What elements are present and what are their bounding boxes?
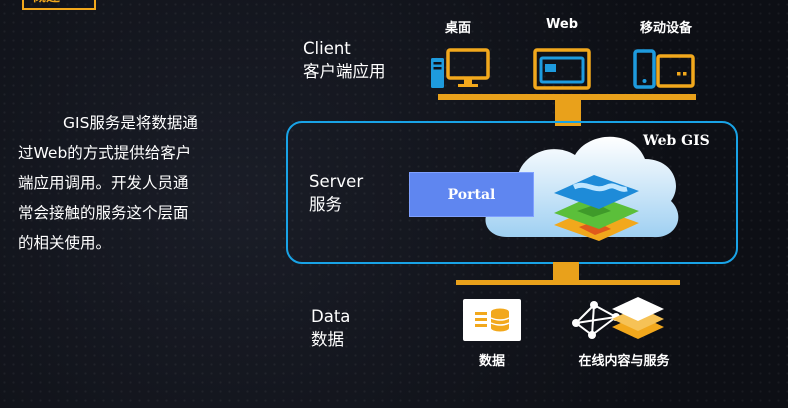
description-line-4: 常会接触的服务这个层面 [18, 204, 189, 222]
portal-box: Portal [409, 172, 534, 217]
desktop-icon [431, 48, 490, 88]
mobile-device-icon [633, 49, 695, 89]
description-line-1: GIS服务是将数据通 [63, 114, 198, 132]
database-label: 数据 [478, 354, 505, 369]
client-label-en: Client [303, 39, 351, 58]
webgis-frame [286, 121, 738, 264]
description-line-3: 端应用调用。开发人员通 [18, 174, 189, 192]
description-line-5: 的相关使用。 [18, 234, 112, 252]
mobile-label: 移动设备 [639, 21, 692, 36]
client-bus-line [438, 94, 696, 100]
map-layers-icon [554, 175, 639, 241]
client-label-zh: 客户端应用 [303, 62, 386, 81]
webgis-label: Web GIS [643, 133, 710, 149]
description-line-2: 过Web的方式提供给客户 [18, 144, 192, 162]
data-bus-line [456, 280, 680, 285]
web-label: Web [546, 17, 578, 32]
server-label-en: Server [309, 172, 364, 191]
section-tab-label: 概述 [32, 0, 60, 6]
portal-label: Portal [447, 186, 496, 203]
client-item-mobile: 移动设备 [626, 17, 706, 36]
data-label-zh: 数据 [311, 330, 344, 349]
online-content-label: 在线内容与服务 [578, 354, 670, 369]
data-layer-label: Data 数据 [311, 305, 350, 351]
section-tab: 概述 [22, 0, 96, 10]
server-layer-label: Server 服务 [309, 170, 363, 216]
client-item-web: Web [522, 17, 602, 32]
online-content-icon [572, 297, 664, 339]
data-label-en: Data [311, 307, 351, 326]
web-browser-icon [533, 48, 591, 90]
data-connector [553, 262, 579, 282]
desktop-label: 桌面 [444, 21, 471, 36]
database-icon [475, 308, 510, 332]
server-label-zh: 服务 [309, 195, 342, 214]
client-item-desktop: 桌面 [418, 17, 498, 36]
description-text: GIS服务是将数据通 过Web的方式提供给客户 端应用调用。开发人员通 常会接触… [18, 108, 230, 258]
client-layer-label: Client 客户端应用 [303, 37, 386, 83]
